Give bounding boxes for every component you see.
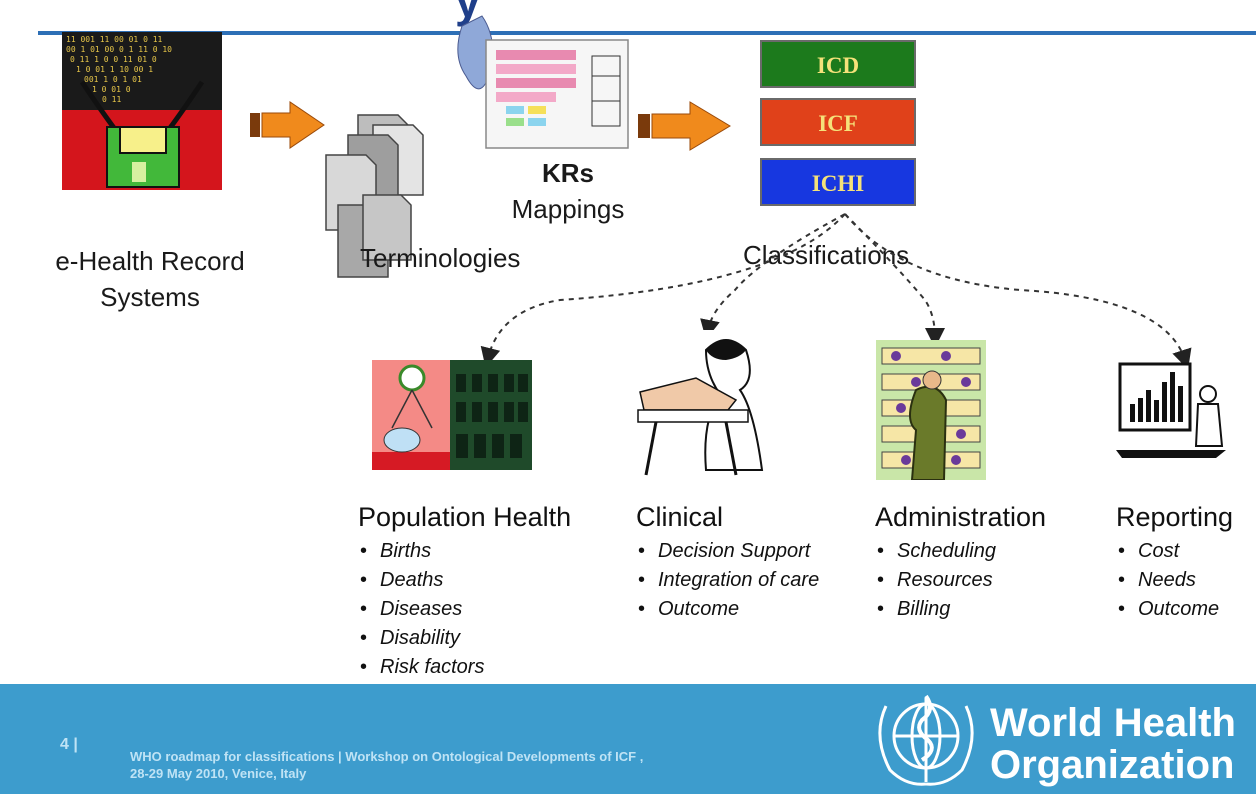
clinical-illustration [636, 330, 782, 480]
clinical-list: Decision Support Integration of care Out… [636, 537, 819, 624]
header-rule [38, 31, 1256, 35]
population-health-column: Population Health Births Deaths Diseases… [358, 502, 571, 682]
footer-caption-line2: 28-29 May 2010, Venice, Italy [130, 766, 307, 781]
reporting-list: Cost Needs Outcome [1116, 537, 1233, 624]
footer-caption-line1: WHO roadmap for classifications | Worksh… [130, 749, 644, 764]
svg-text:11 001 11 00 01 0 11: 11 001 11 00 01 0 11 [66, 35, 163, 44]
list-item: Births [358, 537, 571, 566]
list-item: Decision Support [636, 537, 819, 566]
icd-box: ICD [760, 40, 916, 88]
flow-arrow-1 [250, 101, 325, 149]
svg-text:1 0 01 0: 1 0 01 0 [92, 85, 131, 94]
list-item: Scheduling [875, 537, 1046, 566]
reporting-column: Reporting Cost Needs Outcome [1116, 502, 1233, 624]
krs-label: KRs [541, 158, 594, 188]
clinical-title: Clinical [636, 502, 724, 532]
svg-text:1 0 01 1 10 00 1: 1 0 01 1 10 00 1 [76, 65, 153, 74]
reporting-title: Reporting [1116, 502, 1234, 532]
list-item: Needs [1116, 566, 1233, 595]
who-wordmark-line2: Organization [990, 743, 1235, 787]
list-item: Diseases [358, 595, 571, 624]
population-health-list: Births Deaths Diseases Disability Risk f… [358, 537, 571, 682]
terminologies-label: Terminologies [360, 243, 521, 273]
footer-bar [0, 684, 1256, 794]
flow-arrow-2 [638, 101, 731, 151]
svg-text:0 11 1 0 0 11 01 0: 0 11 1 0 0 11 01 0 [70, 55, 157, 64]
connector-reporting [844, 213, 1192, 370]
svg-text:00 1 01 00 0 1 11 0 10: 00 1 01 00 0 1 11 0 10 [66, 45, 172, 54]
ichi-box: ICHI [760, 158, 916, 206]
administration-column: Administration Scheduling Resources Bill… [875, 502, 1046, 624]
krs-mappings-label: KRs Mappings [488, 155, 648, 227]
slide-number: 4 | [60, 736, 78, 753]
svg-text:001 1 0 1 01: 001 1 0 1 01 [84, 75, 142, 84]
list-item: Resources [875, 566, 1046, 595]
list-item: Billing [875, 595, 1046, 624]
list-item: Outcome [1116, 595, 1233, 624]
administration-list: Scheduling Resources Billing [875, 537, 1046, 624]
connector-administration [844, 213, 945, 348]
administration-illustration [876, 340, 986, 480]
list-item: Cost [1116, 537, 1233, 566]
ehr-label-line1: e-Health Record [55, 246, 245, 276]
who-wordmark-line1: World Health [990, 701, 1236, 745]
list-item: Outcome [636, 595, 819, 624]
reporting-illustration [1116, 362, 1226, 458]
icf-box: ICF [760, 98, 916, 146]
svg-text:0 11: 0 11 [102, 95, 121, 104]
population-health-illustration [372, 360, 532, 470]
krs-mappings-illustration [457, 15, 629, 149]
classifications-label: Classifications [743, 240, 910, 270]
clinical-column: Clinical Decision Support Integration of… [636, 502, 819, 624]
terminologies-files-icon [325, 114, 424, 278]
list-item: Deaths [358, 566, 571, 595]
footer-caption: WHO roadmap for classifications | Worksh… [130, 748, 643, 782]
list-item: Disability [358, 624, 571, 653]
who-emblem-logo [878, 694, 974, 786]
mappings-label: Mappings [511, 194, 625, 224]
administration-title: Administration [875, 502, 1047, 532]
who-wordmark: World Health Organization [990, 702, 1236, 786]
connector-clinical [700, 213, 846, 340]
population-health-title: Population Health [358, 502, 572, 532]
ehr-label-line2: Systems [100, 282, 200, 312]
list-item: Integration of care [636, 566, 819, 595]
ehr-computer-illustration: 11 001 11 00 01 0 11 00 1 01 00 0 1 11 0… [62, 32, 222, 190]
ehr-label: e-Health Record Systems [30, 243, 270, 315]
list-item: Risk factors [358, 653, 571, 682]
